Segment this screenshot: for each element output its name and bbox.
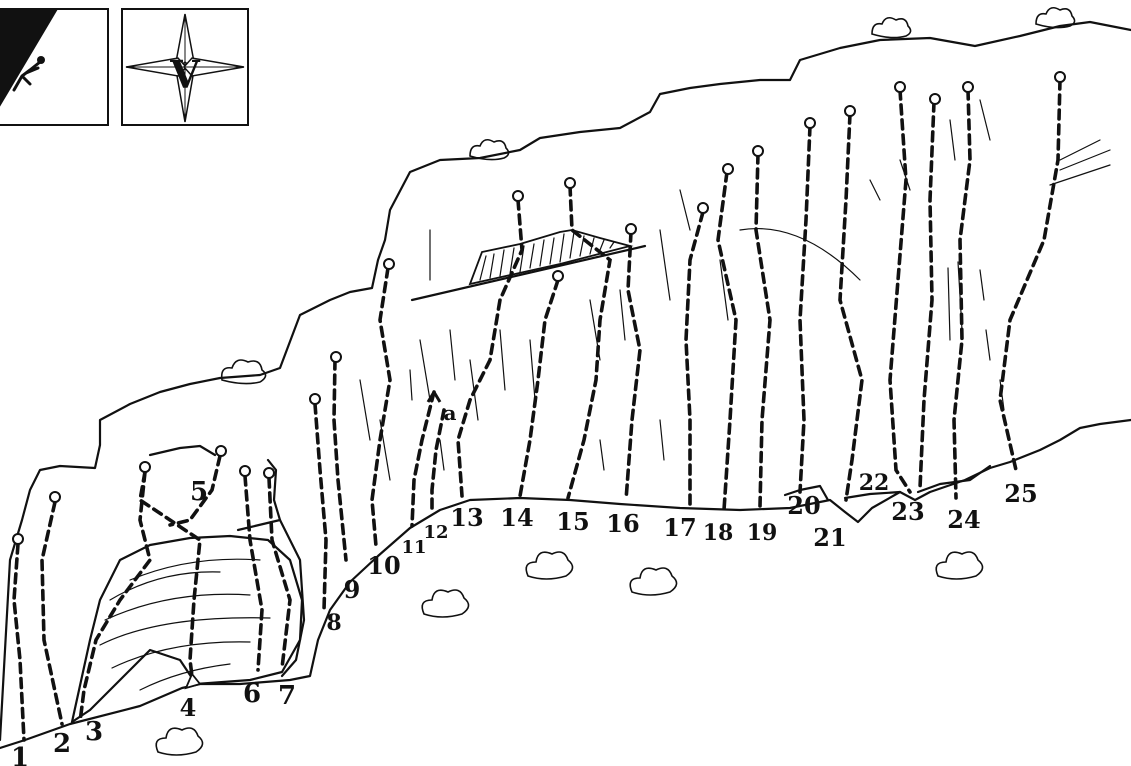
annotation-label: a: [444, 401, 457, 425]
anchor-icon: [804, 117, 816, 129]
route-numbers: 1 2 3 4 5 6 7 8 9 10 11 12 13 14 15 16 1…: [11, 401, 1038, 766]
route-number: 2: [53, 729, 71, 759]
anchor-icon: [1054, 71, 1066, 83]
route-number: 11: [401, 537, 426, 558]
route-line-18: [716, 170, 738, 512]
anchor-icon: [49, 491, 61, 503]
bush-icon: [220, 359, 267, 385]
anchor-icon: [697, 202, 709, 214]
route-number: 16: [606, 509, 639, 538]
route-number: 18: [703, 520, 734, 546]
route-line-10: [370, 266, 392, 548]
route-number: 10: [367, 551, 400, 580]
route-4-start-marker: [184, 672, 202, 690]
bush-icon: [525, 551, 574, 580]
crag-outline: [0, 20, 1131, 750]
bush-icon: [935, 551, 984, 580]
route-number: 24: [947, 505, 980, 534]
anchor-icon: [239, 465, 251, 477]
route-number: 15: [556, 507, 589, 536]
bushes: [155, 6, 1076, 756]
route-line-8: [313, 402, 328, 612]
rock-texture: [359, 99, 1111, 481]
route-line-14: [518, 278, 560, 498]
route-line-6: [243, 474, 264, 672]
route-number: 14: [500, 503, 533, 532]
bush-icon: [871, 16, 912, 39]
route-line-3: [78, 470, 152, 724]
route-number: 12: [423, 522, 448, 543]
anchor-icon: [552, 270, 564, 282]
route-line-23: [918, 100, 936, 490]
orientation-letter: V: [169, 52, 201, 97]
route-line-4: [138, 470, 202, 678]
route-line-15: [566, 184, 612, 500]
anchor-icon: [564, 177, 576, 189]
route-number: 13: [450, 503, 483, 532]
route-line-9: [332, 358, 348, 562]
route-line-21: [838, 112, 864, 502]
route-line-13: [456, 198, 524, 498]
anchor-icon: [12, 533, 24, 545]
bush-icon: [469, 138, 510, 161]
anchor-icon: [512, 190, 524, 202]
bush-icon: [1035, 6, 1076, 29]
bush-icon: [629, 567, 678, 596]
route-number: 8: [326, 610, 341, 636]
anchor-icon: [139, 461, 151, 473]
route-line-17: [684, 210, 705, 506]
anchor-icon: [625, 223, 637, 235]
route-line-22: [888, 88, 912, 494]
route-number: 6: [243, 679, 261, 709]
route-line-25: [998, 78, 1062, 472]
anchor-icon: [752, 145, 764, 157]
compass-rose-icon: V: [121, 8, 249, 126]
route-number: 4: [180, 693, 197, 722]
route-line-5: [168, 454, 222, 527]
anchor-icon: [263, 467, 275, 479]
routes: [12, 78, 1062, 742]
route-line-12: [430, 408, 446, 514]
route-number: 3: [85, 717, 103, 747]
route-line-2: [40, 500, 64, 726]
route-11-arrow: [426, 391, 442, 403]
anchor-icon: [309, 393, 321, 405]
route-line-11: [410, 390, 436, 528]
anchor-icon: [722, 163, 734, 175]
route-number: 20: [787, 491, 820, 520]
route-number: 9: [344, 575, 361, 604]
bush-icon: [155, 727, 204, 756]
route-line-19: [754, 152, 772, 508]
route-number: 1: [11, 743, 29, 766]
anchor-icon: [962, 81, 974, 93]
route-number: 7: [278, 681, 296, 711]
anchor-icon: [383, 258, 395, 270]
overhang-climber-icon: [0, 8, 109, 126]
route-number: 23: [891, 497, 924, 526]
route-line-1: [12, 542, 26, 742]
anchor-icon: [330, 351, 342, 363]
anchor-icon: [844, 105, 856, 117]
anchor-icon: [929, 93, 941, 105]
boulder: [70, 534, 304, 724]
route-line-20: [798, 124, 812, 494]
route-line-7: [267, 476, 292, 670]
route-number: 5: [190, 477, 208, 507]
anchor-icon: [215, 445, 227, 457]
route-line-16: [624, 230, 642, 502]
route-number: 22: [859, 470, 890, 496]
route-line-24: [952, 88, 972, 500]
route-number: 21: [813, 523, 846, 552]
anchor-icon: [894, 81, 906, 93]
route-number: 25: [1004, 479, 1037, 508]
route-number: 17: [663, 513, 696, 542]
bush-icon: [421, 589, 470, 618]
route-number: 19: [747, 520, 778, 546]
anchors: [12, 71, 1066, 545]
